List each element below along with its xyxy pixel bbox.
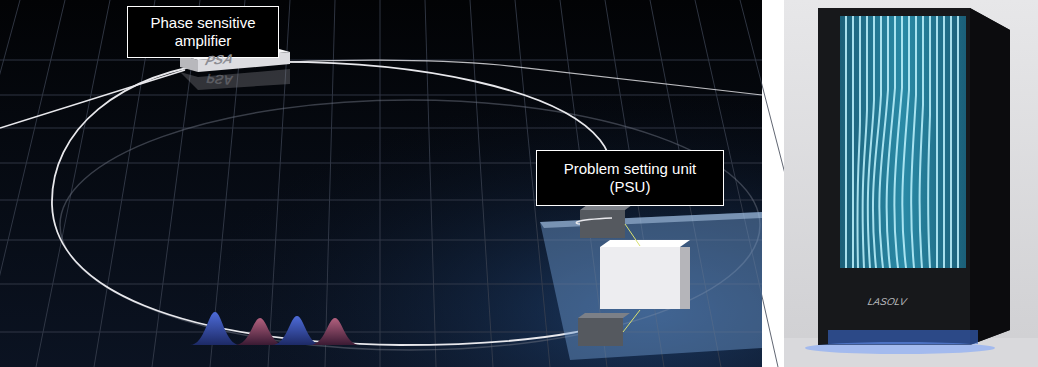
label-text-group: Phase sensitive amplifier [136, 14, 270, 50]
box-label: Problem setting unit (PSU) [545, 160, 715, 196]
label-box: Phase sensitive amplifier [127, 6, 279, 58]
product-logo: LASOLV [867, 296, 908, 307]
label-text-group: Problem setting unit (PSU) [545, 160, 715, 196]
label-box: Problem setting unit (PSU) [536, 150, 724, 206]
device-marking: PSA [204, 51, 236, 68]
box-label: Phase sensitive amplifier [136, 14, 270, 50]
